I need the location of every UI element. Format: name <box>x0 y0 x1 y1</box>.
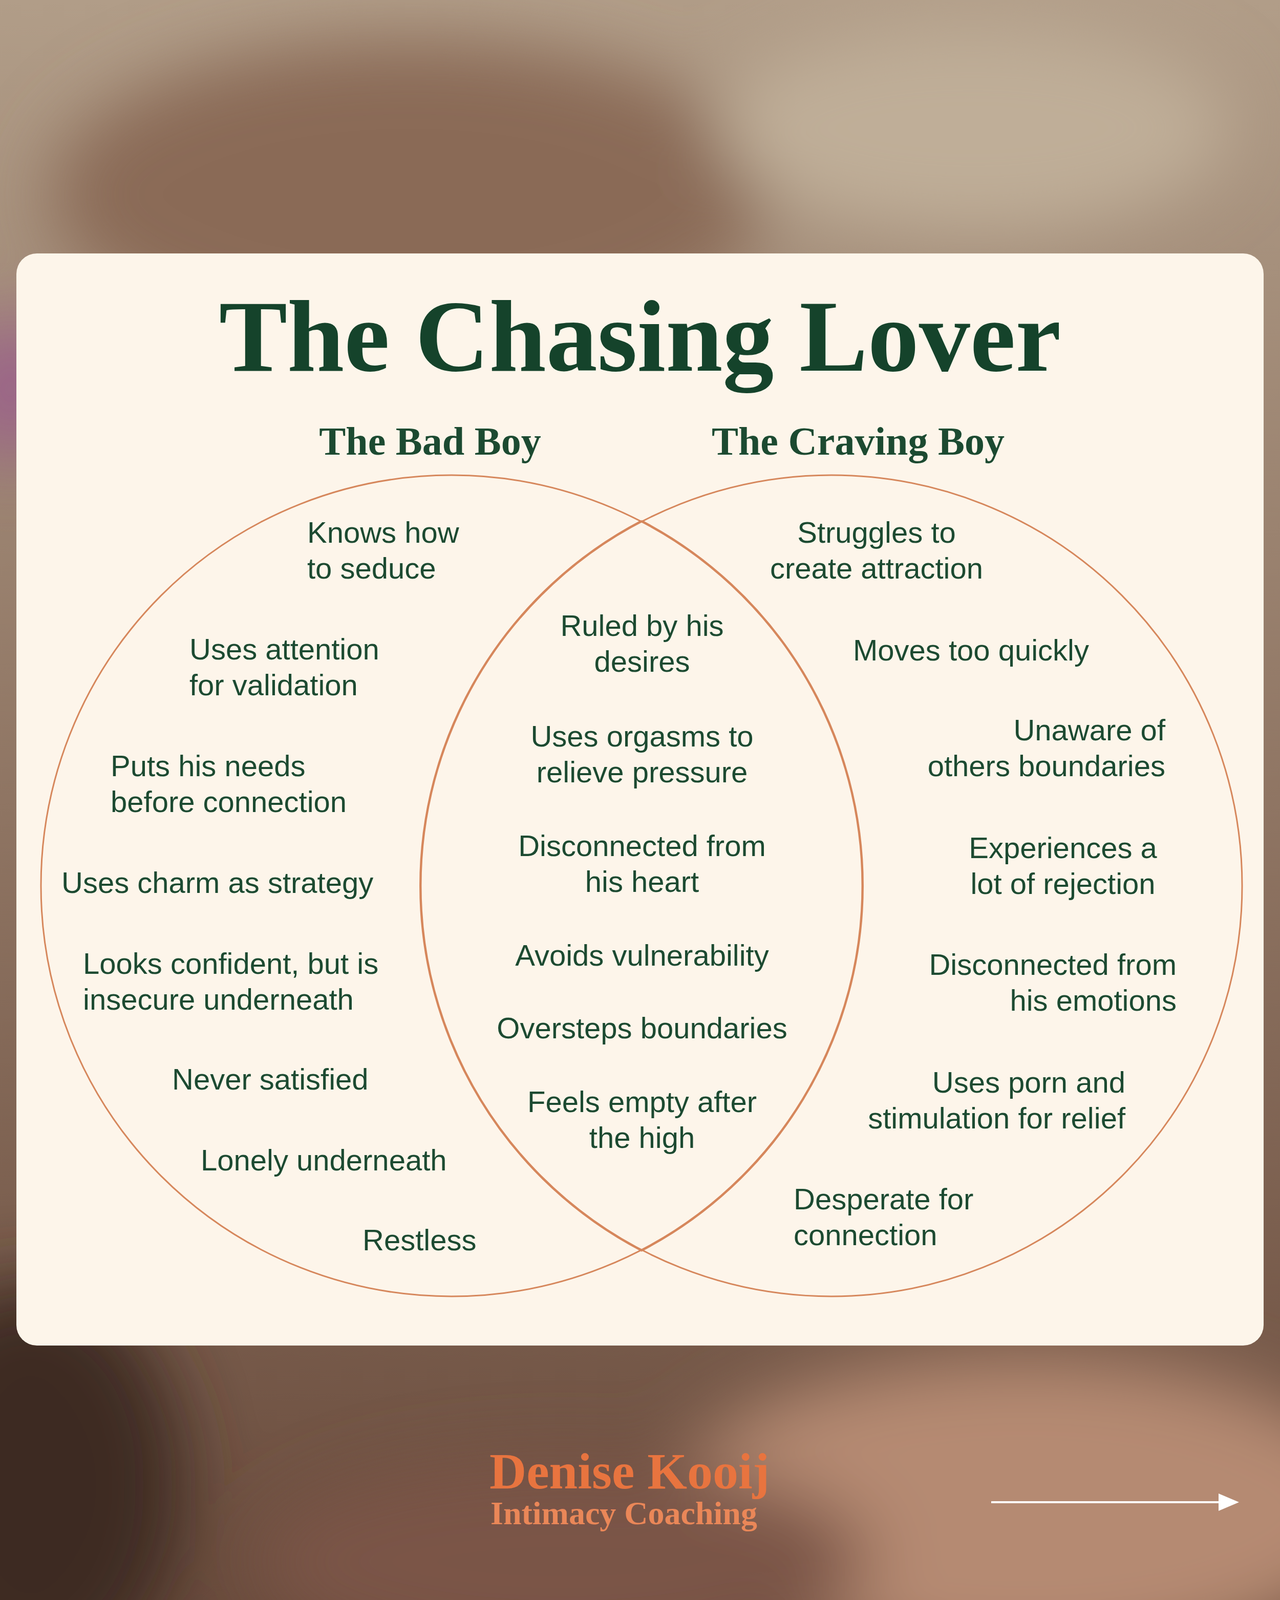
next-arrow-line <box>991 1501 1222 1504</box>
venn-circle: The Bad BoyKnows how to seduceUses atten… <box>39 474 864 1298</box>
venn-circle: The Craving BoyStruggles to create attra… <box>419 474 1244 1298</box>
trait-text: Unaware of others boundaries <box>923 712 1166 784</box>
trait-text: Uses orgasms to relieve pressure <box>528 718 756 791</box>
content-card <box>16 253 1264 1346</box>
brand-name: Denise Kooij <box>489 1444 770 1499</box>
lens-outline <box>420 520 864 1251</box>
trait-text: Lonely underneath <box>200 1142 452 1179</box>
trait-text: Struggles to create attraction <box>768 514 986 587</box>
trait-text: Moves too quickly <box>852 632 1094 669</box>
trait-text: Uses charm as strategy <box>61 864 378 901</box>
trait-text: Ruled by his desires <box>558 607 727 680</box>
trait-text: Feels empty after the high <box>525 1083 760 1156</box>
trait-text: Knows how to seduce <box>307 514 464 587</box>
brand-tagline: Intimacy Coaching <box>490 1494 758 1533</box>
trait-text: Disconnected from his emotions <box>924 946 1177 1019</box>
circle-heading: The Craving Boy <box>711 418 1005 465</box>
trait-text: Disconnected from his heart <box>516 827 768 900</box>
trait-text: Oversteps boundaries <box>494 1010 790 1047</box>
trait-text: Uses porn and stimulation for relief <box>863 1064 1126 1137</box>
trait-text: Avoids vulnerability <box>513 937 772 974</box>
blur-shape <box>716 25 1229 231</box>
trait-text: Uses attention for validation <box>189 631 384 703</box>
circle-heading: The Bad Boy <box>318 418 541 465</box>
circle-outline <box>420 475 1243 1297</box>
diagram-title: The Chasing Lover <box>0 277 1280 396</box>
trait-text: Desperate for connection <box>793 1181 978 1253</box>
trait-text: Experiences a lot of rejection <box>966 829 1160 902</box>
background-blur <box>0 25 1280 1600</box>
trait-text: Looks confident, but is insecure underne… <box>82 945 388 1018</box>
trait-text: Puts his needs before connection <box>110 748 352 820</box>
trait-text: Never satisfied <box>172 1061 373 1098</box>
trait-text: Restless <box>362 1222 481 1258</box>
venn-overlap: Ruled by his desiresUses orgasms to reli… <box>419 520 864 1251</box>
circle-outline <box>40 475 863 1297</box>
next-arrow-head <box>1218 1493 1240 1511</box>
